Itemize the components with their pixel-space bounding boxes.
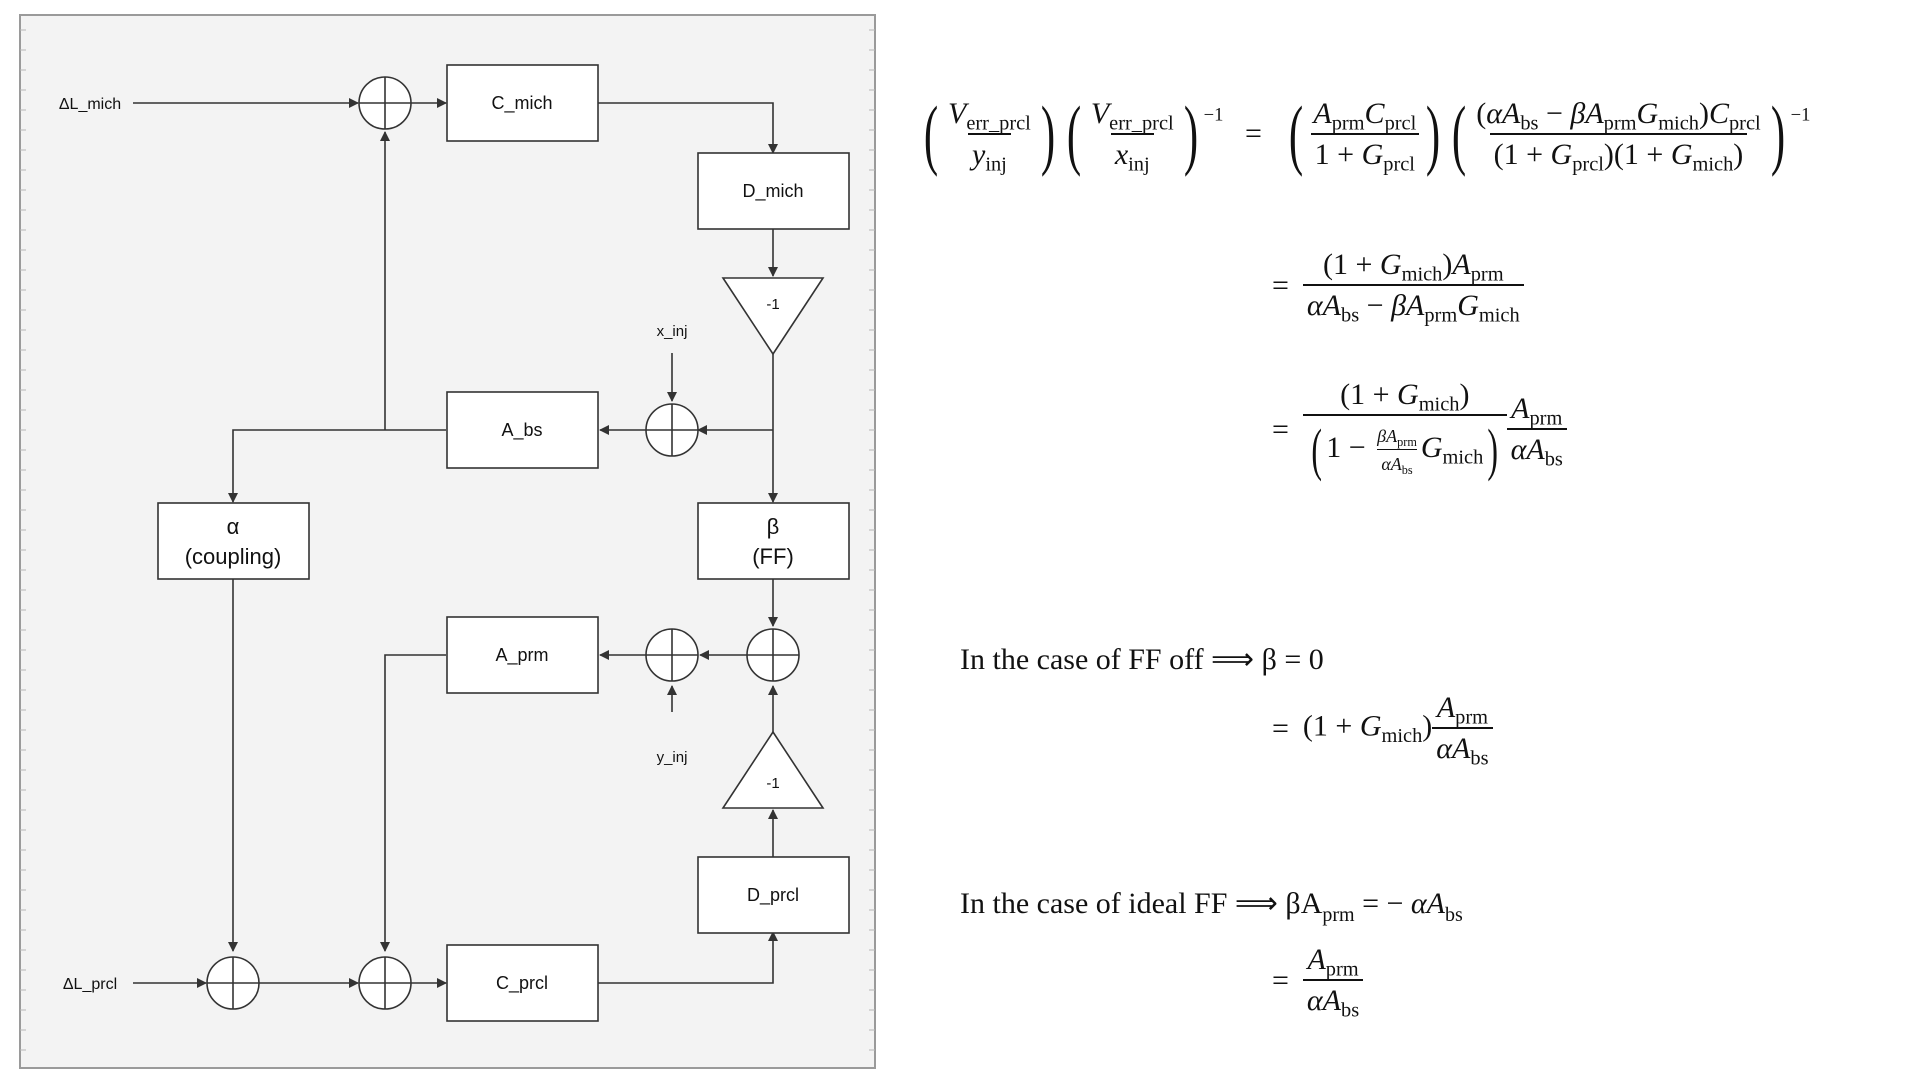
- input-label-dl-mich: ΔL_mich: [59, 96, 121, 113]
- block-label-a-bs: A_bs: [501, 420, 542, 441]
- gain-label-top: -1: [766, 296, 779, 313]
- block-label-alpha-symbol: α: [227, 514, 240, 539]
- wire-cmich-to-dmich: [598, 102, 778, 154]
- block-label-a-prm: A_prm: [495, 645, 548, 666]
- signal-wires: [133, 98, 778, 988]
- input-label-x-inj: x_inj: [657, 323, 688, 340]
- block-label-c-mich: C_mich: [491, 93, 552, 114]
- sum-junction-prcl-2: [358, 956, 412, 1010]
- case-ideal-ff-label: In the case of ideal FF ⟹ βAprm = − αAbs: [960, 887, 1463, 926]
- block-a-prm: [446, 616, 599, 694]
- block-label-d-mich: D_mich: [742, 181, 803, 202]
- sum-junction-xinj: [645, 403, 699, 457]
- block-d-mich: [697, 152, 850, 230]
- wire-cprcl-to-dprcl: [598, 931, 778, 984]
- panel-ruler: [20, 29, 875, 1051]
- wire-abs-to-alpha: [228, 429, 385, 503]
- block-beta: [697, 502, 850, 580]
- block-c-mich: [446, 64, 599, 142]
- sum-junction-prcl-1: [206, 956, 260, 1010]
- gain-triangle-bottom: [721, 730, 825, 809]
- block-diagram: ΔL_mich ΔL_prcl x_inj y_inj C_mich D_mic…: [19, 14, 876, 1069]
- block-label-alpha-sub: (coupling): [185, 544, 282, 569]
- block-alpha: [157, 502, 310, 580]
- input-label-y-inj: y_inj: [657, 749, 688, 766]
- wire-aprm-to-prcl-sum: [380, 654, 446, 952]
- block-a-bs: [446, 391, 599, 469]
- gain-label-bottom: -1: [766, 775, 779, 792]
- block-label-beta-symbol: β: [767, 514, 780, 539]
- input-label-dl-prcl: ΔL_prcl: [63, 976, 117, 993]
- block-d-prcl: [697, 856, 850, 934]
- gain-triangle-top: [721, 277, 825, 356]
- block-label-d-prcl: D_prcl: [747, 885, 799, 906]
- sum-junction-ff: [746, 628, 800, 682]
- sum-junction-yinj: [645, 628, 699, 682]
- block-label-beta-sub: (FF): [752, 544, 794, 569]
- case-ideal-ff-prefix: In the case of ideal FF ⟹ βA: [960, 887, 1323, 920]
- block-label-c-prcl: C_prcl: [496, 973, 548, 994]
- sum-junction-mich: [358, 76, 412, 130]
- block-c-prcl: [446, 944, 599, 1022]
- case-ff-off-label: In the case of FF off ⟹ β = 0: [960, 643, 1324, 676]
